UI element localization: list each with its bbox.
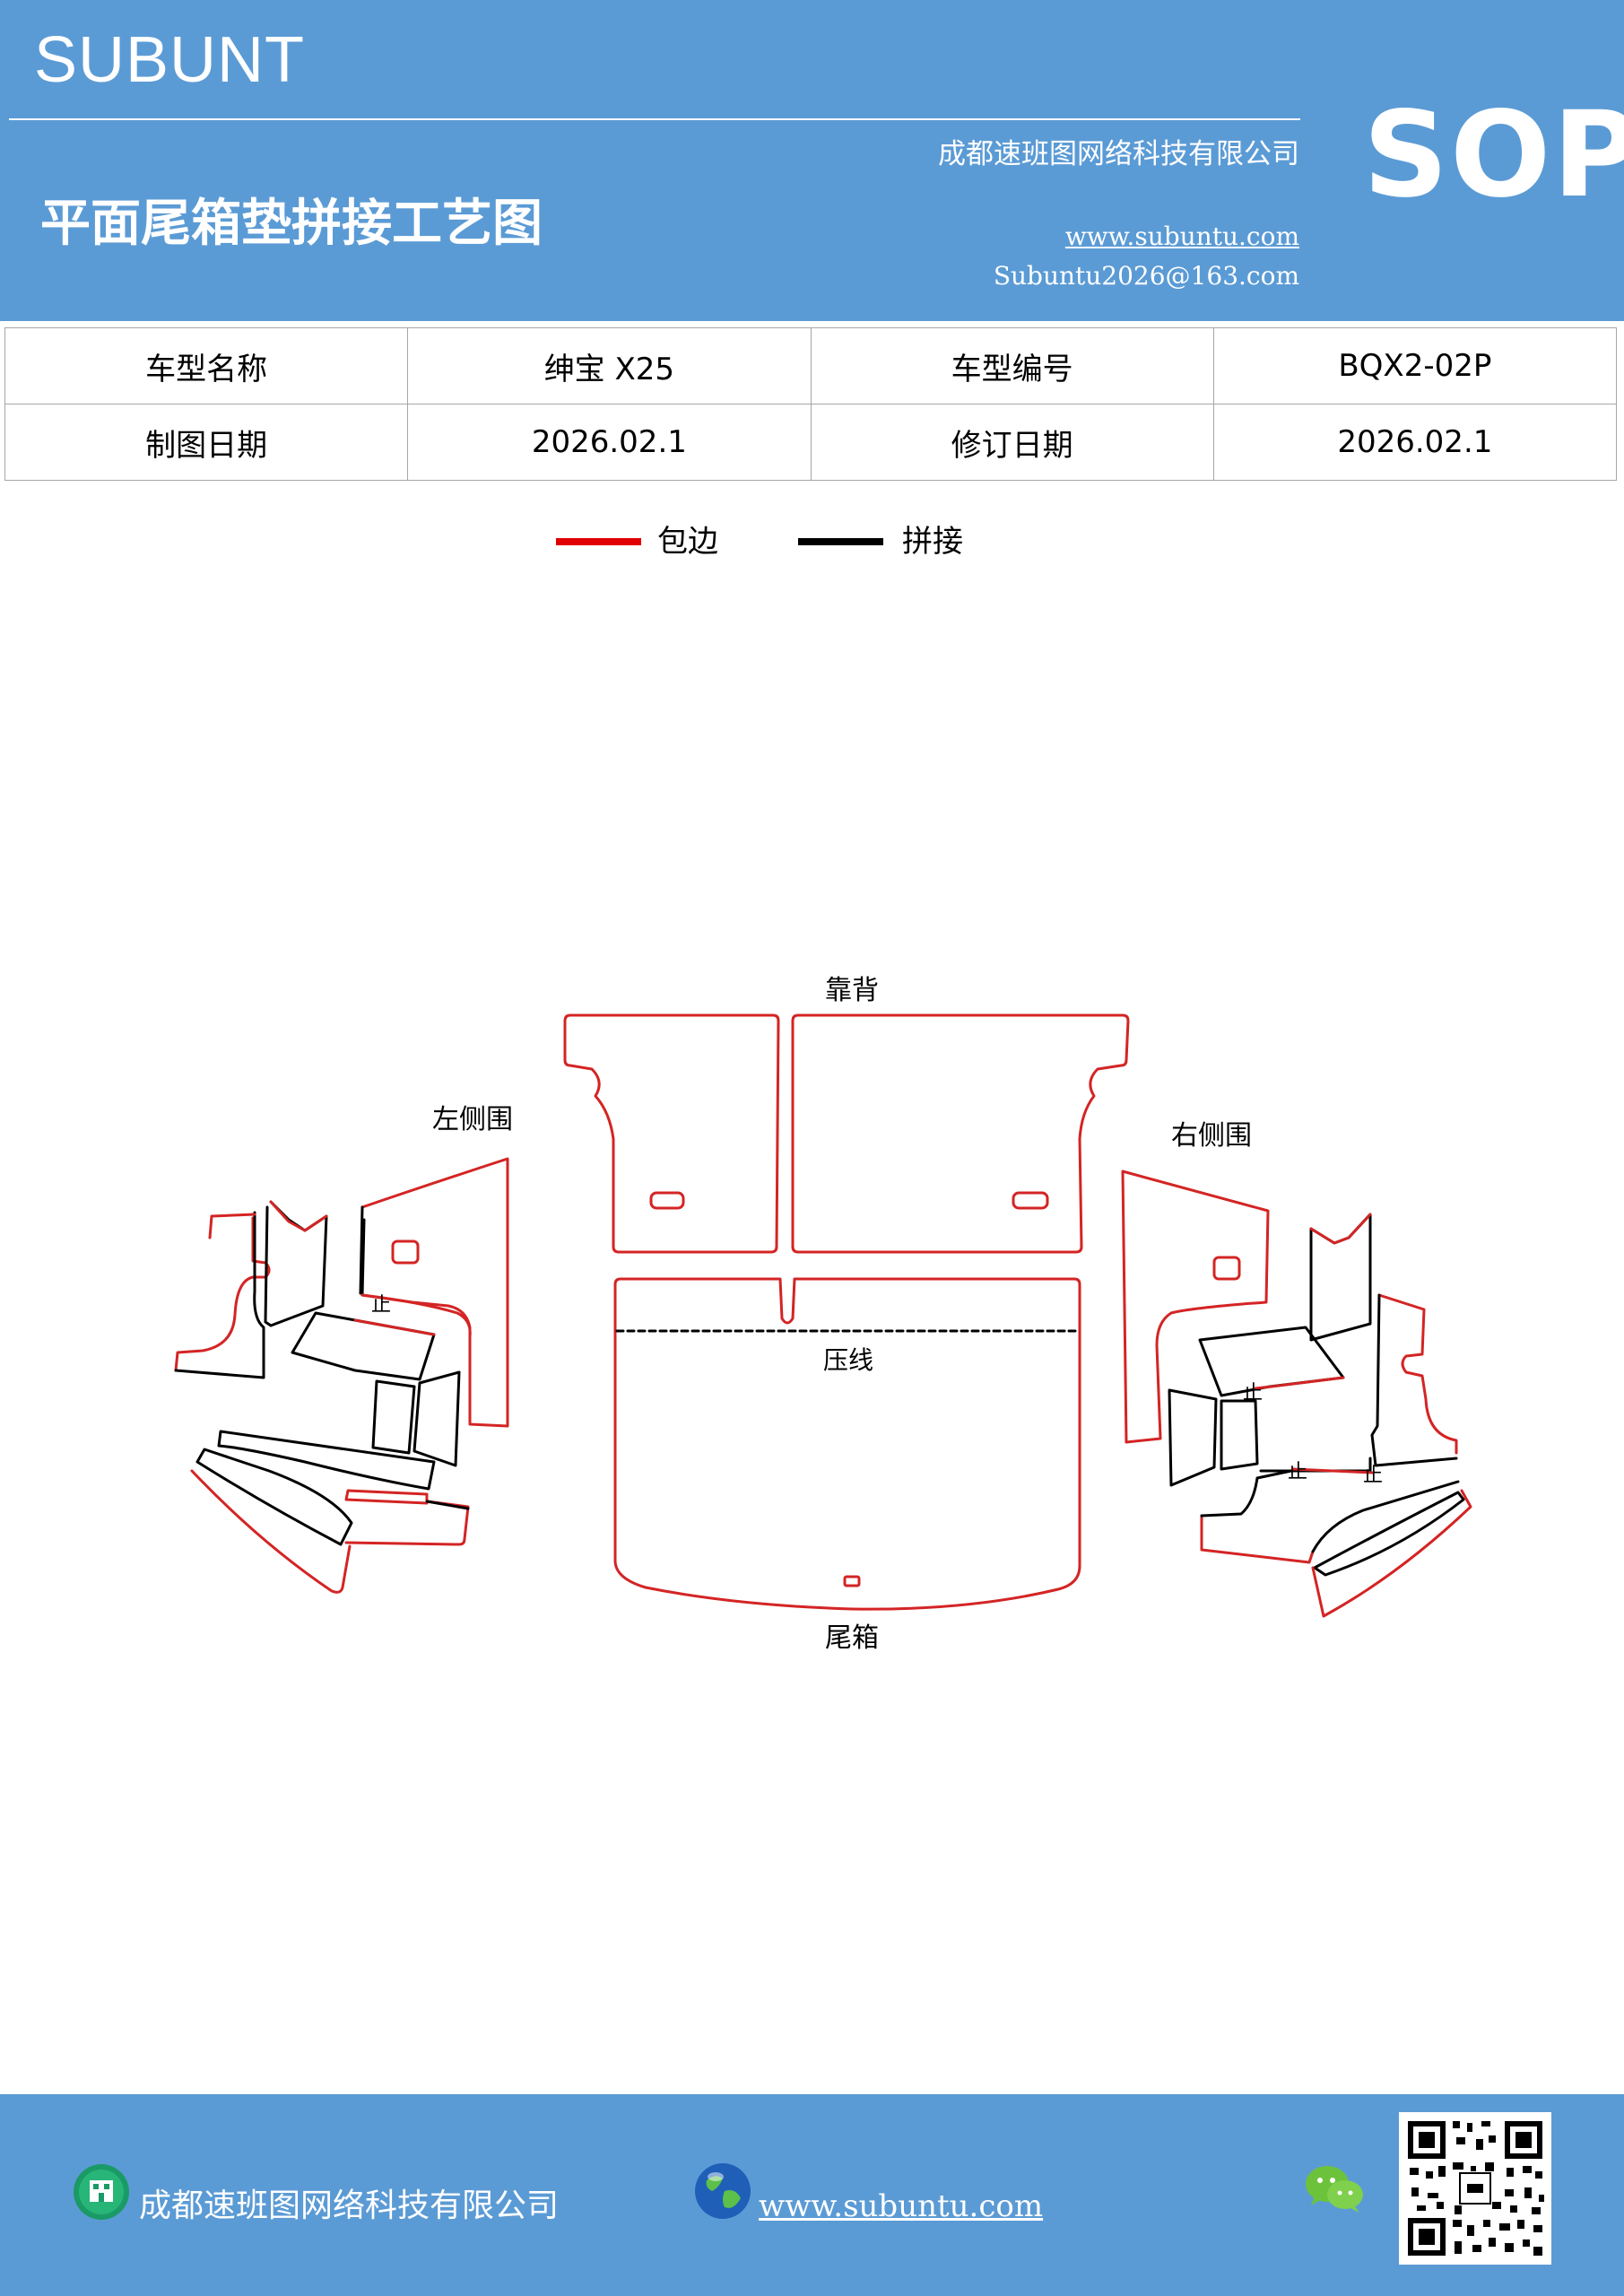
- backrest-left-slot: [649, 1191, 685, 1210]
- trunk-floor-panel: [613, 1277, 1081, 1611]
- right-upper-panel: [1121, 1170, 1270, 1444]
- footer-company-name: 成都速班图网络科技有限公司: [139, 2187, 560, 2224]
- company-name: 成都速班图网络科技有限公司: [938, 138, 1299, 170]
- sop-badge: SOP: [1363, 86, 1624, 224]
- backrest-left-panel: [563, 1013, 780, 1254]
- wechat-icon[interactable]: [1304, 2162, 1365, 2214]
- right-lower-left: [1200, 1514, 1315, 1564]
- left-notch-red: [269, 1200, 328, 1232]
- model-name-value: 绅宝 X25: [407, 327, 812, 404]
- model-code-value: BQX2-02P: [1212, 327, 1618, 404]
- trunk-notch: [843, 1575, 861, 1587]
- website-link[interactable]: www.subuntu.com: [1064, 222, 1299, 251]
- left-small-panel-b: [413, 1370, 461, 1467]
- left-small-panel-a: [371, 1379, 416, 1455]
- left-upper-panel-seam: [359, 1205, 364, 1295]
- label-left-side: 左侧围: [432, 1104, 513, 1135]
- right-lower-edge: [1311, 1489, 1472, 1618]
- backrest-right-panel: [791, 1013, 1130, 1254]
- left-long-strip: [217, 1430, 436, 1491]
- model-code-label: 车型编号: [810, 327, 1214, 404]
- legend: 包边 拼接: [0, 522, 1624, 576]
- right-mid-edge: [1254, 1376, 1345, 1390]
- label-right-side: 右侧围: [1171, 1120, 1252, 1152]
- right-column-seam: [1370, 1293, 1458, 1467]
- label-backrest: 靠背: [825, 975, 879, 1006]
- right-column-panel: [1377, 1293, 1458, 1455]
- right-upper-slot: [1212, 1256, 1241, 1281]
- left-column-panel: [174, 1216, 271, 1372]
- revision-date-label: 修订日期: [810, 404, 1214, 481]
- qr-code[interactable]: [1399, 2112, 1551, 2265]
- legend-swatch-seam: [798, 538, 883, 545]
- drawing-date-value: 2026.02.1: [407, 404, 812, 481]
- right-small-panel-a: [1168, 1388, 1218, 1487]
- left-red-strip: [344, 1489, 429, 1505]
- legend-swatch-edge: [556, 538, 641, 545]
- drawing-date-label: 制图日期: [4, 404, 409, 481]
- right-lower-seam: [1200, 1469, 1460, 1553]
- backrest-right-slot: [1012, 1191, 1049, 1210]
- legend-label-seam: 拼接: [902, 524, 963, 560]
- left-upper-slot: [391, 1239, 420, 1265]
- legend-label-edge: 包边: [657, 524, 718, 560]
- document-title: 平面尾箱垫拼接工艺图: [40, 195, 543, 253]
- stop-mark-right-3: 止: [1363, 1465, 1383, 1487]
- left-bottom-seam: [425, 1500, 470, 1510]
- revision-date-value: 2026.02.1: [1212, 404, 1618, 481]
- building-icon: [74, 2164, 129, 2220]
- right-small-panel-b: [1220, 1399, 1259, 1471]
- header-banner: SUBUNT 成都速班图网络科技有限公司 平面尾箱垫拼接工艺图 www.subu…: [0, 0, 1624, 321]
- right-lower-panel: [1313, 1491, 1465, 1577]
- stop-mark-left: 止: [371, 1294, 391, 1317]
- table-row: 制图日期 2026.02.1 修订日期 2026.02.1: [4, 404, 1618, 481]
- left-lower-edge: [190, 1469, 352, 1594]
- left-lower-panel: [195, 1448, 353, 1546]
- footer-banner: 成都速班图网络科技有限公司 www.subuntu.com: [0, 2094, 1624, 2296]
- left-mid-panel-edge: [353, 1318, 436, 1336]
- header-divider: [9, 118, 1300, 120]
- contact-email[interactable]: Subuntu2026@163.com: [993, 261, 1299, 291]
- footer-website-link[interactable]: www.subuntu.com: [759, 2188, 1044, 2224]
- left-upper-panel: [360, 1157, 509, 1428]
- label-trunk: 尾箱: [825, 1622, 879, 1654]
- model-name-label: 车型名称: [4, 327, 409, 404]
- left-bottom-panel: [344, 1500, 470, 1546]
- left-mid-stub: [360, 1218, 366, 1297]
- brand-name: SUBUNT: [34, 24, 306, 96]
- vehicle-info-table: 车型名称 绅宝 X25 车型编号 BQX2-02P 制图日期 2026.02.1…: [4, 327, 1618, 481]
- right-red-strip: [1291, 1467, 1374, 1474]
- globe-icon: [695, 2163, 751, 2219]
- left-mid-connector: [360, 1293, 472, 1338]
- left-column-panel-seam: [174, 1211, 265, 1379]
- table-row: 车型名称 绅宝 X25 车型编号 BQX2-02P: [4, 327, 1618, 404]
- stop-mark-right-2: 止: [1288, 1461, 1307, 1483]
- stop-mark-right-1: 止: [1243, 1382, 1263, 1405]
- right-seam-strip: [1259, 1457, 1372, 1473]
- label-crease: 压线: [823, 1345, 873, 1375]
- right-notch-red: [1309, 1213, 1372, 1245]
- left-notch-panel: [264, 1200, 328, 1327]
- left-edge-panel-top: [208, 1213, 256, 1239]
